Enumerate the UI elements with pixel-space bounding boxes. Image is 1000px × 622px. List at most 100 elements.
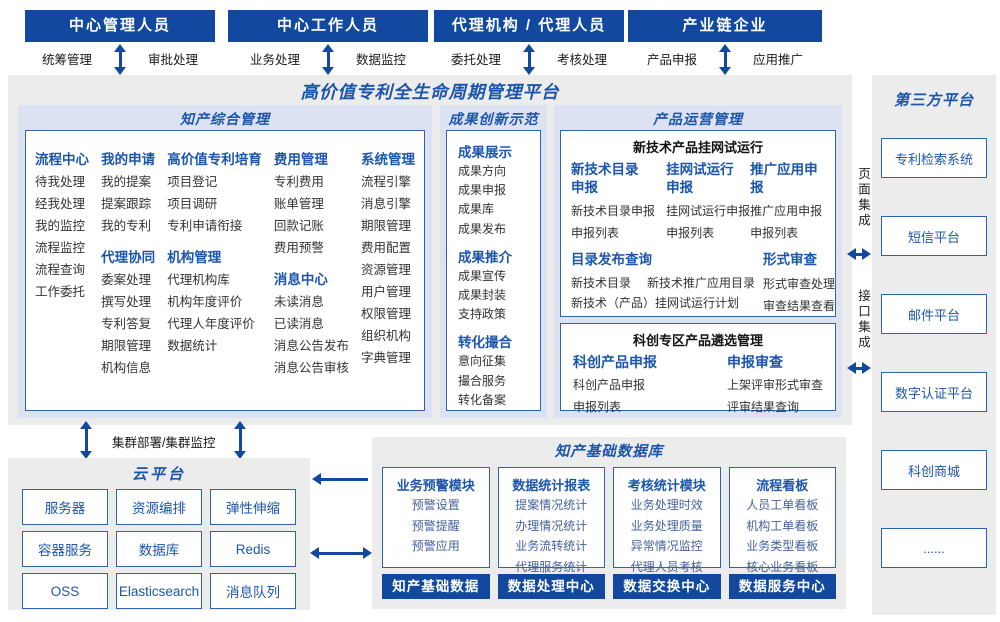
module-items: 预警设置预警提醒预警应用 [383, 495, 489, 557]
menu-items: 代理机构库机构年度评价代理人年度评价数据统计 [167, 269, 262, 357]
database-module: 业务预警模块 预警设置预警提醒预警应用 知产基础数据 [382, 467, 490, 599]
menu-group-header: 流程中心 [35, 152, 89, 167]
module-items: 业务处理时效业务处理质量异常情况监控代理人员考核 [614, 495, 720, 578]
platform-title: 高价值专利全生命周期管理平台 [300, 82, 560, 102]
menu-item: 我的专利 [101, 219, 152, 233]
actor-label-right: 考核处理 [557, 52, 608, 67]
menu-group-header: 代理协同 [101, 250, 156, 265]
section-title: 知产综合管理 [180, 111, 270, 127]
menu-group: 转化撮合 意向征集撮合服务转化备案 [458, 331, 540, 410]
menu-item: 机构年度评价 [167, 295, 243, 309]
ip-columns: 流程中心 待我处理经我处理我的监控流程监控流程查询工作委托 [26, 131, 424, 387]
menu-group-header: 机构管理 [167, 250, 222, 265]
ip-database-title: 知产基础数据库 [554, 444, 664, 460]
menu-column: 流程中心 待我处理经我处理我的监控流程监控流程查询工作委托 [35, 139, 89, 379]
menu-item: 专利答复 [101, 317, 152, 331]
module-item: 异常情况监控 [630, 539, 703, 554]
sci-select-columns: 科创产品申报 科创产品申报申报列表 申报审查 上架评审形式审查评审结果查询 [561, 349, 835, 419]
menu-items: 推广应用申报申报列表 [750, 200, 825, 244]
menu-items: 形式审查处理审查结果查看 [763, 273, 835, 317]
menu-column: 挂网试运行 申报 挂网试运行申报申报列表 [666, 161, 750, 244]
module-items: 提案情况统计办理情况统计业务流转统计代理服务统计 [499, 495, 605, 578]
menu-item: 代理机构库 [167, 273, 230, 287]
menu-group: 申报审查 上架评审形式审查评审结果查询 [727, 353, 823, 419]
menu-group: 消息中心 未读消息已读消息消息公告发布消息公告审核 [274, 268, 349, 379]
section-title: 产品运营管理 [653, 111, 743, 127]
database-module: 数据统计报表 提案情况统计办理情况统计业务流转统计代理服务统计 数据处理中心 [497, 467, 605, 599]
menu-item: 流程引擎 [360, 175, 411, 189]
platform-panel: 高价值专利全生命周期管理平台 知产综合管理 流程中心 [8, 75, 852, 425]
menu-group-header: 费用管理 [273, 152, 328, 167]
menu-item: 流程查询 [35, 263, 86, 277]
menu-item: 用户管理 [360, 285, 411, 299]
menu-items: 意向征集撮合服务转化备案 [458, 352, 540, 410]
menu-item: 代理人年度评价 [167, 317, 255, 331]
subbox-title: 新技术产品挂网试运行 [632, 140, 763, 155]
third-party-item: 科创商城 [881, 450, 987, 490]
menu-group: 流程中心 待我处理经我处理我的监控流程监控流程查询工作委托 [35, 148, 89, 303]
menu-items: 流程引擎消息引擎期限管理费用配置资源管理用户管理权限管理组织机构字典管理 [361, 171, 415, 369]
menu-item: 账单管理 [273, 197, 324, 211]
module-item: 业务处理质量 [630, 518, 703, 533]
menu-item: 我的监控 [35, 219, 86, 233]
module-footer-bar: 数据处理中心 [497, 574, 605, 599]
menu-item: 工作委托 [35, 285, 86, 299]
module-header: 流程看板 [756, 478, 809, 493]
menu-item: 推广应用申报 [750, 204, 823, 218]
module-box: 数据统计报表 提案情况统计办理情况统计业务流转统计代理服务统计 [497, 467, 605, 574]
third-party-item: 邮件平台 [881, 294, 987, 334]
menu-item: 转化备案 [458, 392, 507, 407]
menu-items: 新技术目录申报申报列表 [571, 200, 666, 244]
cloud-service-item: Redis [210, 531, 296, 567]
menu-item: 消息公告发布 [273, 339, 349, 353]
module-item: 业务类型看板 [746, 539, 819, 554]
menu-group: 科创产品申报 科创产品申报申报列表 [573, 353, 727, 419]
menu-item: 新技术目录申报 [571, 204, 656, 218]
module-item: 预警提醒 [411, 518, 460, 533]
menu-item: 挂网试运行申报 [666, 204, 751, 218]
horizontal-double-arrow-icon [847, 247, 871, 261]
menu-column: 我的申请 我的提案提案跟踪我的专利 代理协同 [101, 139, 155, 379]
menu-group: 代理协同 委案处理撰写处理专利答复期限管理机构信息 [101, 246, 155, 379]
menu-items: 委案处理撰写处理专利答复期限管理机构信息 [101, 269, 155, 379]
menu-items: 项目登记项目调研专利申请衔接 [167, 171, 262, 237]
ip-database-panel: 知产基础数据库 业务预警模块 预警设置预警提醒预警应用 知产基础数据 数据统计报… [372, 437, 846, 609]
menu-item: 提案跟踪 [101, 197, 152, 211]
module-header: 业务预警模块 [396, 478, 475, 493]
cloud-service-item: Elasticsearch [116, 573, 202, 609]
menu-items: 待我处理经我处理我的监控流程监控流程查询工作委托 [35, 171, 89, 303]
menu-group-header: 申报审查 [726, 354, 783, 370]
vertical-double-arrow-icon [234, 421, 246, 459]
menu-items: 成果方向成果申报成果库成果发布 [458, 162, 540, 239]
module-item: 业务流转统计 [515, 539, 588, 554]
menu-item: 上架评审形式审查 [726, 378, 823, 393]
net-trial-box: 新技术产品挂网试运行 新技术目录 申报 新技术目录申报申报列表 挂网试运行 申报 [560, 130, 836, 317]
menu-item: 意向征集 [458, 354, 507, 369]
menu-item: 成果封装 [458, 287, 507, 302]
menu-group-header: 新技术目录 申报 [571, 162, 639, 195]
module-item: 业务处理时效 [630, 498, 703, 512]
formal-review-group: 形式审查 形式审查处理审查结果查看 [763, 251, 835, 317]
module-box: 流程看板 人员工单看板机构工单看板业务类型看板核心业务看板 [728, 467, 836, 574]
menu-group-header: 我的申请 [101, 152, 156, 167]
actor-group: 代理机构 / 代理人员 委托处理 考核处理 [434, 10, 624, 75]
menu-item: 新技术目录 [571, 275, 632, 290]
cloud-service-item: 资源编排 [116, 489, 202, 525]
menu-item: 机构信息 [101, 361, 152, 375]
menu-item: 期限管理 [101, 339, 152, 353]
menu-column: 新技术目录 申报 新技术目录申报申报列表 [571, 161, 666, 244]
menu-group-header: 转化撮合 [458, 335, 512, 351]
menu-group-header: 形式审查 [763, 252, 817, 268]
module-item: 代理人员考核 [630, 559, 703, 574]
module-item: 人员工单看板 [746, 498, 819, 512]
actor-group: 中心工作人员 业务处理 数据监控 [228, 10, 428, 75]
menu-item: 未读消息 [273, 295, 324, 309]
catalog-query-group: 目录发布查询 新技术目录新技术推广应用目录新技术（产品）挂网试运行计划 [571, 251, 763, 317]
actor-label-left: 统筹管理 [41, 52, 92, 67]
menu-group: 费用管理 专利费用账单管理回款记账费用预警 [274, 148, 349, 259]
menu-group: 我的申请 我的提案提案跟踪我的专利 [101, 148, 155, 237]
api-integration-label: 接口集成 [856, 289, 870, 351]
menu-item: 成果库 [458, 202, 495, 217]
